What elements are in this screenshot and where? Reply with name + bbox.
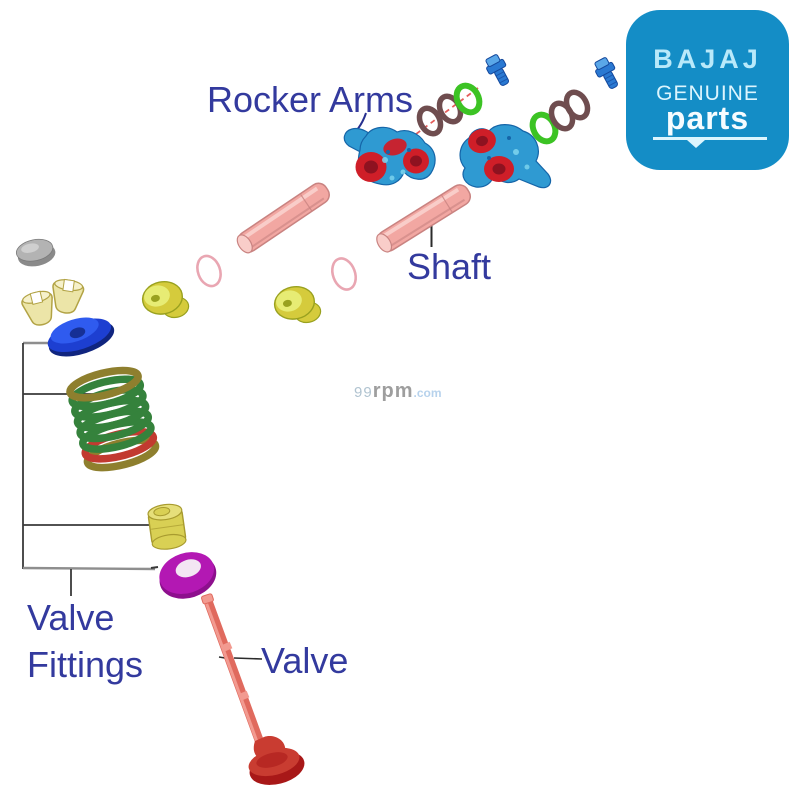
logo-genuine-text: GENUINE <box>656 82 759 105</box>
bajaj-genuine-parts-logo: BAJAJ GENUINE parts <box>626 10 789 170</box>
valve-collet-right <box>52 278 85 314</box>
logo-underline-arrow <box>653 137 767 148</box>
valve-fittings-label-line2: Fittings <box>27 644 144 685</box>
valve-part <box>201 593 305 785</box>
valve-collet-left <box>21 290 53 326</box>
valve-fittings-label-line1: Valve <box>27 597 115 638</box>
shaft-orings-left-chain <box>416 82 483 137</box>
rocker-arm-left <box>343 126 436 186</box>
bolt-right <box>594 57 618 89</box>
rocker-arms-label: Rocker Arms <box>207 79 414 120</box>
oring-brown <box>563 89 591 121</box>
watermark-number: 99 <box>354 384 373 401</box>
oring-brown <box>416 105 444 137</box>
shaft-label: Shaft <box>407 246 492 287</box>
valve-spring <box>66 366 160 472</box>
fittings-bracket <box>22 341 159 596</box>
shaft-orings-right-chain <box>529 89 591 145</box>
valve-stem-seal <box>159 552 217 599</box>
logo-brand-text: BAJAJ <box>653 44 762 74</box>
bolt-left <box>485 54 509 86</box>
rocker-arm-right <box>459 124 552 189</box>
logo-parts-text: parts <box>665 100 750 136</box>
rocker-shaft-front <box>236 182 330 254</box>
spring-seat-left <box>141 281 190 319</box>
valve-label: Valve <box>261 640 349 681</box>
watermark-name: rpm <box>372 380 414 402</box>
rocker-chain-dashed-leader <box>407 87 479 141</box>
rocker-shaft-rear <box>376 184 472 253</box>
valve-fittings-label: Valve Fittings <box>27 594 143 688</box>
valve-lifter-bucket <box>147 503 187 550</box>
watermark-tld: .com <box>413 386 442 400</box>
oring-green <box>453 82 483 116</box>
tappet-shim-disc <box>15 238 56 267</box>
valve-leader-line <box>218 656 263 660</box>
shaft-oring-pink-left <box>196 254 222 288</box>
spring-seat-right <box>273 286 322 324</box>
spring-retainer <box>47 317 115 357</box>
shaft-oring-pink-right <box>331 257 357 291</box>
